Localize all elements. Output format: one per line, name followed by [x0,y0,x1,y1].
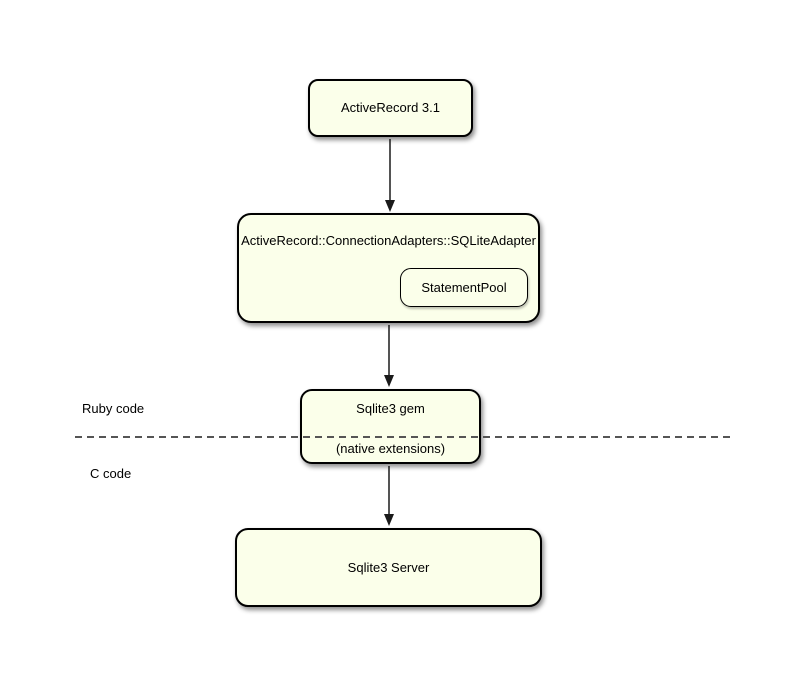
arrow-adapter-to-gem [384,325,394,387]
node-sqlite3-gem: Sqlite3 gem (native extensions) [300,389,481,464]
node-statement-pool-label: StatementPool [421,279,507,295]
arrow-activerecord-to-adapter [385,139,395,212]
node-sqlite-adapter: ActiveRecord::ConnectionAdapters::SQLite… [237,213,540,323]
arrow-gem-to-server [384,466,394,526]
node-activerecord: ActiveRecord 3.1 [308,79,473,137]
node-sqlite-adapter-label: ActiveRecord::ConnectionAdapters::SQLite… [241,233,536,248]
node-sqlite3-server: Sqlite3 Server [235,528,542,607]
node-sqlite3-gem-label: Sqlite3 gem [356,401,425,416]
ruby-code-label: Ruby code [82,401,145,416]
node-sqlite3-gem-sublabel: (native extensions) [335,441,446,456]
node-activerecord-label: ActiveRecord 3.1 [341,100,440,115]
node-sqlite3-server-label: Sqlite3 Server [347,559,430,575]
c-code-label: C code [90,466,132,481]
node-statement-pool: StatementPool [400,268,528,307]
